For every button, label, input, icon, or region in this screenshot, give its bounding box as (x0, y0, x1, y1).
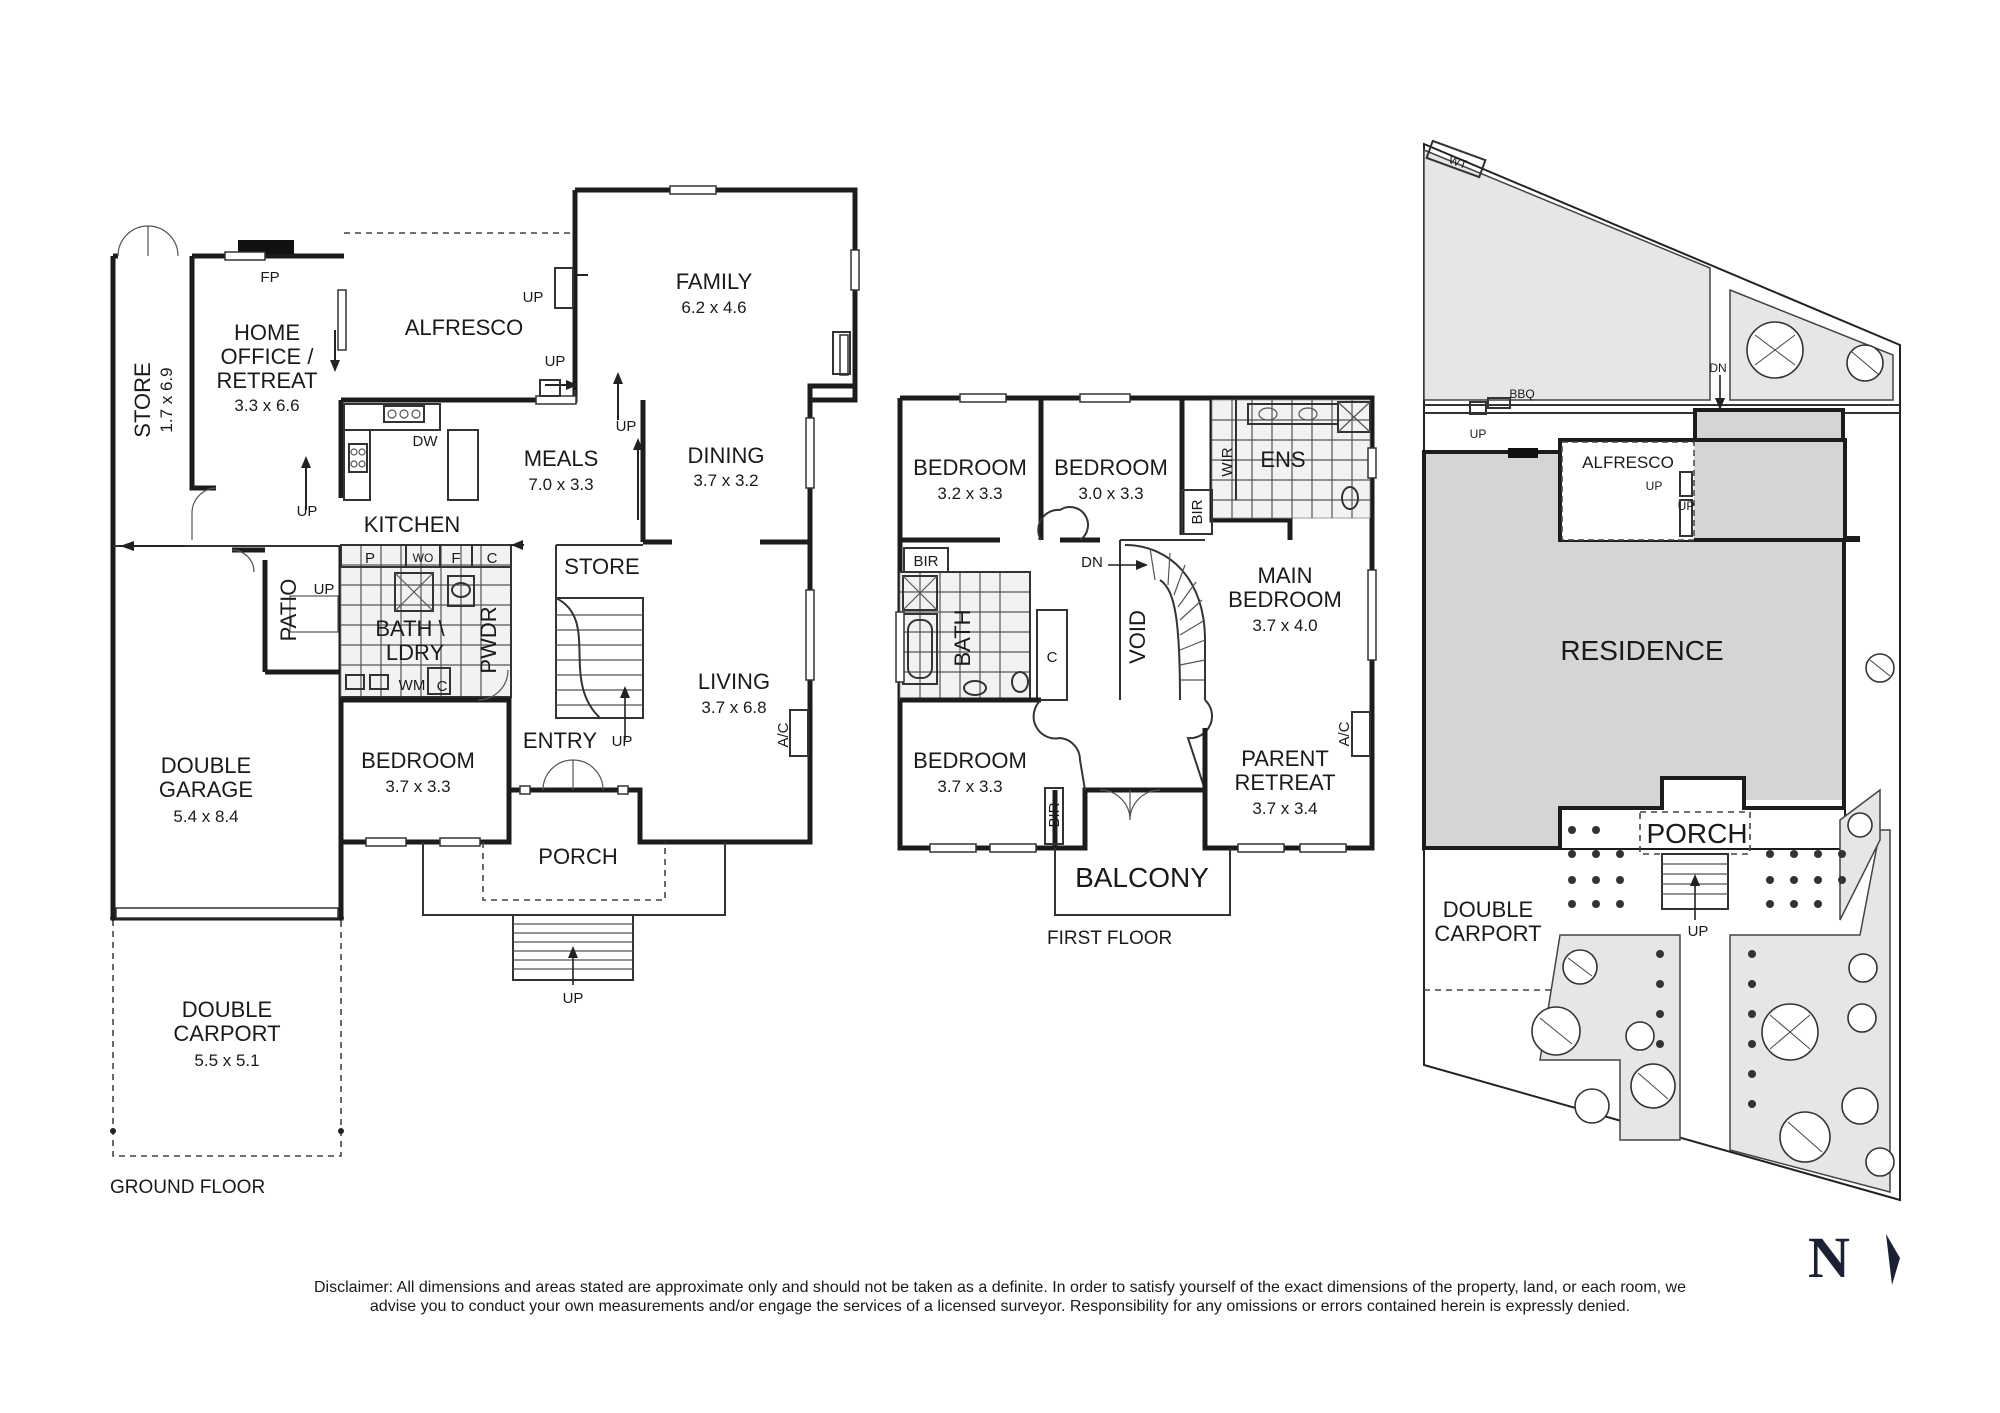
ens-label: ENS (1260, 447, 1305, 472)
store-label: STORE (130, 362, 155, 437)
ground-floor-title: GROUND FLOOR (110, 1177, 265, 1198)
porch-up-label: UP (563, 990, 584, 1007)
bbq-label: BBQ (1509, 387, 1534, 401)
family-up-label: UP (523, 289, 544, 306)
double-garage-dim: 5.4 x 8.4 (173, 807, 238, 826)
first-floor-labels: BEDROOM 3.2 x 3.3 BEDROOM 3.0 x 3.3 WIR … (913, 447, 1353, 949)
void-label: VOID (1125, 610, 1150, 664)
double-carport-label-2: CARPORT (173, 1021, 280, 1046)
parent-retreat-label-2: RETREAT (1234, 770, 1335, 795)
cupboard-label: C (487, 550, 498, 567)
ground-floor-labels: STORE 1.7 x 6.9 FP HOME OFFICE / RETREAT… (110, 269, 792, 1198)
office-up-label: UP (297, 503, 318, 520)
disclaimer-text: Disclaimer: All dimensions and areas sta… (314, 1279, 1686, 1315)
wt-label: WT (1447, 152, 1470, 172)
first-ac-label: A/C (1336, 721, 1353, 746)
home-office-label-3: RETREAT (216, 368, 317, 393)
first-bedroom-3-dim: 3.7 x 3.3 (937, 777, 1002, 796)
wir-label: WIR (1219, 447, 1236, 476)
meals-up-label: UP (616, 418, 637, 435)
bath-ldry-label-1: BATH \ (375, 616, 445, 641)
site-up-label-3: UP (1678, 499, 1695, 513)
first-bedroom-2-dim: 3.0 x 3.3 (1078, 484, 1143, 503)
pwdr-label: PWDR (476, 606, 501, 673)
main-bedroom-dim: 3.7 x 4.0 (1252, 616, 1317, 635)
fridge-label: F (451, 550, 460, 567)
dw-label: DW (413, 433, 439, 450)
fp-label: FP (260, 269, 279, 286)
porch-label: PORCH (538, 844, 617, 869)
ens-bir-label: BIR (1189, 499, 1206, 524)
site-porch-up-label: UP (1688, 923, 1709, 940)
ground-ac-label: A/C (775, 722, 792, 747)
kitchen-label: KITCHEN (364, 512, 461, 537)
home-office-dim: 3.3 x 6.6 (234, 396, 299, 415)
home-office-label-1: HOME (234, 320, 300, 345)
ldry-cupboard-label: C (437, 678, 448, 695)
site-up-label-1: UP (1470, 427, 1487, 441)
alfresco-label: ALFRESCO (405, 315, 524, 340)
main-bedroom-label-2: BEDROOM (1228, 587, 1342, 612)
patio-label: PATIO (276, 579, 301, 642)
double-carport-label-1: DOUBLE (182, 997, 272, 1022)
compass-north: N (1808, 1225, 1850, 1290)
bath-bir-label: BIR (913, 553, 938, 570)
first-floor-plan (895, 393, 1377, 916)
double-garage-label-1: DOUBLE (161, 753, 251, 778)
family-dim: 6.2 x 4.6 (681, 298, 746, 317)
meals-dim: 7.0 x 3.3 (528, 475, 593, 494)
parent-retreat-dim: 3.7 x 3.4 (1252, 799, 1317, 818)
first-bedroom-3-label: BEDROOM (913, 748, 1027, 773)
entry-up-label: UP (612, 733, 633, 750)
first-bedroom-1-dim: 3.2 x 3.3 (937, 484, 1002, 503)
family-label: FAMILY (676, 269, 753, 294)
meals-label: MEALS (524, 446, 599, 471)
site-carport-label-2: CARPORT (1434, 921, 1541, 946)
home-office-label-2: OFFICE / (221, 344, 315, 369)
entry-label: ENTRY (523, 728, 597, 753)
first-bedroom-1-label: BEDROOM (913, 455, 1027, 480)
ground-bedroom-dim: 3.7 x 3.3 (385, 777, 450, 796)
site-dn-label: DN (1709, 361, 1726, 375)
residence-label: RESIDENCE (1560, 635, 1723, 666)
wo-label: WO (413, 551, 434, 565)
store-2-label: STORE (564, 554, 639, 579)
parent-retreat-label-1: PARENT (1241, 746, 1329, 771)
first-floor-title: FIRST FLOOR (1047, 928, 1172, 949)
site-plan-labels: WT DN BBQ UP ALFRESCO UP UP RESIDENCE PO… (1434, 152, 1747, 946)
double-garage-label-2: GARAGE (159, 777, 253, 802)
living-label: LIVING (698, 669, 770, 694)
double-carport-dim: 5.5 x 5.1 (194, 1051, 259, 1070)
landing-bir-label: BIR (1046, 802, 1063, 827)
bath-laundry-tiles (340, 544, 512, 698)
store-dim: 1.7 x 6.9 (157, 367, 176, 432)
bath-ldry-label-2: LDRY (386, 640, 445, 665)
main-bedroom-label-1: MAIN (1258, 563, 1313, 588)
site-alfresco-label: ALFRESCO (1582, 453, 1674, 472)
alfresco-up-label: UP (545, 353, 566, 370)
stair-dn-label: DN (1081, 554, 1103, 571)
site-up-label-2: UP (1646, 479, 1663, 493)
north-arrow-icon (1886, 1234, 1900, 1285)
site-carport-label-1: DOUBLE (1443, 897, 1533, 922)
ground-bedroom-label: BEDROOM (361, 748, 475, 773)
first-bath-label: BATH (950, 609, 975, 666)
first-bedroom-2-label: BEDROOM (1054, 455, 1168, 480)
site-plan (1422, 139, 1901, 1202)
patio-up-label: UP (314, 581, 335, 598)
ground-floor-plan (110, 185, 860, 1157)
balcony-label: BALCONY (1075, 862, 1209, 893)
site-porch-label: PORCH (1646, 818, 1747, 849)
dining-dim: 3.7 x 3.2 (693, 471, 758, 490)
wm-label: WM (399, 677, 426, 694)
living-dim: 3.7 x 6.8 (701, 698, 766, 717)
pantry-label: P (365, 550, 375, 567)
dining-label: DINING (688, 443, 765, 468)
first-cupboard-label: C (1047, 649, 1058, 666)
